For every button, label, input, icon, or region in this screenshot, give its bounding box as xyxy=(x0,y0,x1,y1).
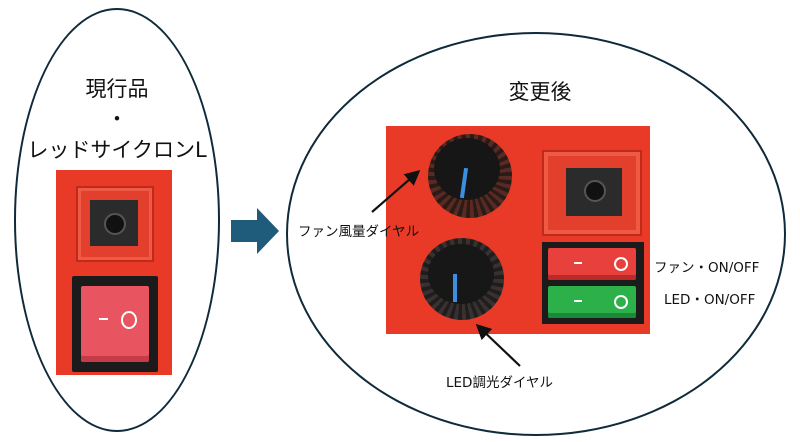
current-product-photo xyxy=(56,170,172,375)
current-product-title: 現行品 ・ レッドサイクロンL xyxy=(0,74,234,165)
left-ellipse-frame xyxy=(14,8,220,432)
led-switch-label: LED・ON/OFF xyxy=(664,292,756,308)
power-jack xyxy=(90,200,138,246)
jack-hole-icon xyxy=(104,213,126,235)
jack-hole-icon xyxy=(584,180,606,202)
new-product-photo xyxy=(386,126,650,334)
switch-off-mark-icon xyxy=(121,311,137,329)
led-dial-label: LED調光ダイヤル xyxy=(446,375,554,391)
led-knob-cap xyxy=(428,244,494,304)
switch-off-mark-icon xyxy=(614,295,628,309)
switch-block xyxy=(542,242,644,324)
fan-dial-pointer-icon xyxy=(371,169,421,213)
fan-dial-label: ファン風量ダイヤル xyxy=(298,224,420,240)
switch-on-mark-icon xyxy=(99,318,108,320)
title-line-1: 現行品 xyxy=(85,77,149,101)
fan-switch-label: ファン・ON/OFF xyxy=(654,260,760,276)
switch-on-mark-icon xyxy=(574,262,582,264)
fan-rocker-switch xyxy=(548,248,636,280)
switch-on-mark-icon xyxy=(574,300,582,302)
led-dial-marker xyxy=(453,274,457,302)
title-line-2: ・ xyxy=(106,107,128,132)
power-rocker-switch xyxy=(81,286,149,362)
right-arrow-icon xyxy=(231,208,279,254)
power-jack-plate xyxy=(76,186,154,262)
power-switch-frame xyxy=(72,276,158,372)
power-jack-plate xyxy=(542,150,642,236)
switch-off-mark-icon xyxy=(614,257,628,271)
led-dimmer-dial xyxy=(420,238,504,320)
after-change-title: 変更後 xyxy=(508,80,572,104)
led-dial-pointer-icon xyxy=(475,323,521,367)
fan-speed-dial xyxy=(428,134,512,218)
power-jack xyxy=(566,168,622,216)
title-line-3: レッドサイクロンL xyxy=(27,137,207,162)
led-rocker-switch xyxy=(548,286,636,318)
right-ellipse-frame xyxy=(286,32,786,436)
